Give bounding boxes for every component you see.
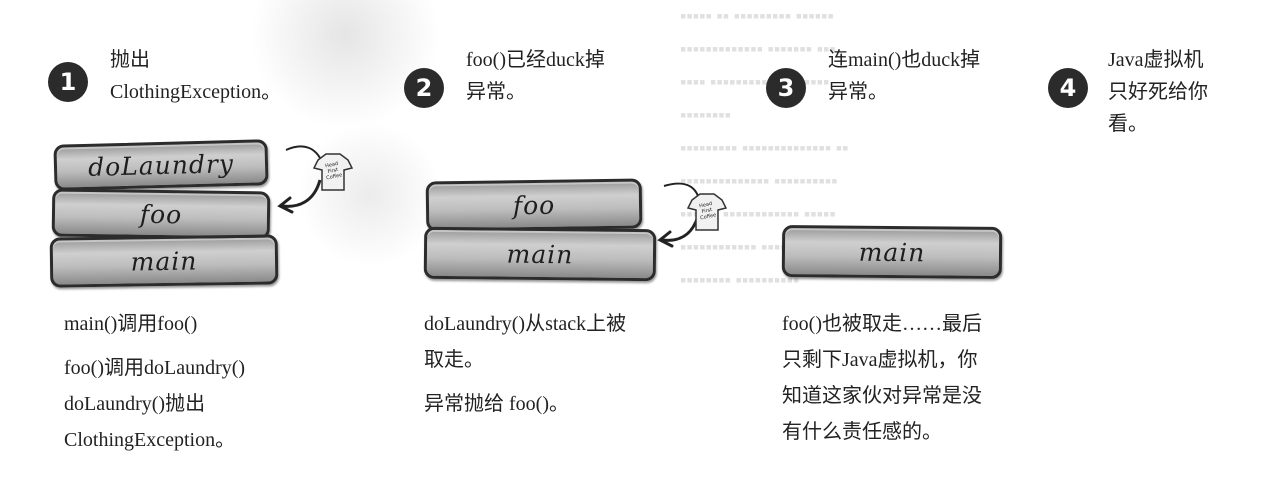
step-4-badge: 4 [1048,68,1088,108]
caption-line: foo()调用doLaundry() [64,357,246,379]
stack-frame-label: doLaundry [87,148,235,182]
step-4-line: 看。 [1108,113,1148,135]
step-3-line: 连main()也duck掉 [828,49,981,71]
stack-frame-doLaundry: doLaundry [53,139,269,191]
step-1-line: 抛出 [110,49,150,71]
step-3-line: 异常。 [828,81,888,103]
step-2-text: foo()已经duck掉 异常。 [466,44,605,108]
caption-line: ClothingException。 [64,429,236,451]
step-1-text: 抛出 ClothingException。 [110,44,281,108]
caption-line: doLaundry()抛出 [64,393,206,415]
step-4-text: Java虚拟机 只好死给你 看。 [1108,44,1208,140]
stack-frame-foo: foo [51,188,271,240]
stack-frame-label: main [858,237,926,267]
step-2-line: foo()已经duck掉 [466,49,605,71]
caption-line: 异常抛给 foo()。 [424,393,569,415]
step-3-text: 连main()也duck掉 异常。 [828,44,980,108]
stack-frame-main: main [49,234,279,288]
caption-step-1: main()调用foo() foo()调用doLaundry() doLaund… [64,306,245,458]
caption-step-3: foo()也被取走……最后 只剩下Java虚拟机，你 知道这家伙对异常是没 有什… [782,306,982,450]
step-1-badge: 1 [48,62,88,102]
caption-line: foo()也被取走……最后 [782,313,982,335]
caption-step-2: doLaundry()从stack上被 取走。 异常抛给 foo()。 [424,306,626,422]
stack-frame-main: main [781,225,1003,279]
stack-frame-main: main [423,226,657,282]
stack-frame-label: main [506,239,574,269]
step-2-line: 异常。 [466,81,526,103]
step-4-line: 只好死给你 [1108,81,1208,103]
step-2-badge: 2 [404,68,444,108]
stack-frame-foo: foo [425,178,643,232]
caption-line: 取走。 [424,349,484,371]
stack-frame-label: foo [139,199,183,229]
step-1-line: ClothingException。 [110,81,282,103]
caption-line: 只剩下Java虚拟机，你 [782,349,978,371]
caption-line: 有什么责任感的。 [782,421,942,443]
caption-line: main()调用foo() [64,313,198,335]
stack-frame-label: foo [512,190,556,220]
stack-frame-label: main [130,246,198,276]
caption-line: 知道这家伙对异常是没 [782,385,982,407]
caption-line: doLaundry()从stack上被 [424,313,627,335]
step-3-badge: 3 [766,68,806,108]
step-4-line: Java虚拟机 [1108,49,1204,71]
